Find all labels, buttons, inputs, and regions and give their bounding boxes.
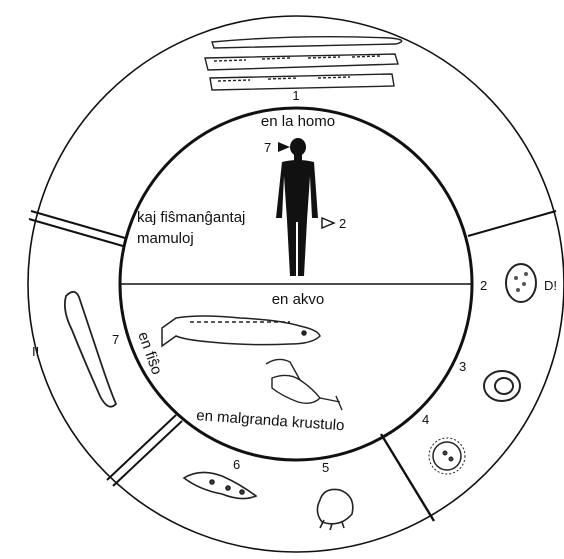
- egg-mark: D!: [544, 278, 557, 293]
- body-marker: [322, 218, 334, 228]
- fish-illustration: [162, 316, 320, 346]
- host-label: en la homo: [261, 113, 335, 130]
- coracidium-illustration: [429, 438, 465, 474]
- plerocercoid-illustration: [65, 292, 116, 407]
- plerocercoid-mark: I!: [32, 344, 39, 359]
- segment-divider-bottom-left: [107, 415, 182, 486]
- mammals-label-line1: kaj fiŝmanĝantaj: [137, 209, 245, 226]
- segment-divider-right: [468, 211, 556, 236]
- human-figure-icon: [276, 138, 318, 276]
- procercoid-illustration: [184, 472, 256, 498]
- coracidium-egg-illustration: [484, 371, 520, 401]
- stage-number-egg: 2: [480, 278, 487, 293]
- crustacean-label: en malgranda krustulo: [196, 407, 345, 434]
- segment-divider-left: [29, 211, 125, 246]
- stage-number-procercoid-host: 5: [322, 460, 329, 475]
- fish-label: en fiŝo: [134, 330, 165, 377]
- mammals-label-line2: mamuloj: [137, 230, 194, 247]
- egg-illustration: [506, 264, 536, 302]
- segment-divider-bottom-right: [381, 434, 434, 521]
- stage-number-coracidium: 4: [422, 412, 429, 427]
- water-label: en akvo: [272, 291, 325, 308]
- stage-number-plerocercoid: 7: [112, 332, 119, 347]
- crustacean-illustration: [266, 359, 342, 410]
- procercoid-host-illustration: [317, 489, 352, 530]
- stage-number-procercoid: 6: [233, 457, 240, 472]
- stage-number-head-marker: 7: [264, 140, 271, 155]
- stage-number-body-marker: 2: [339, 216, 346, 231]
- adult-tapeworm-illustration: [205, 37, 402, 90]
- stage-number-adult-worm: 1: [292, 88, 299, 103]
- head-marker: [278, 142, 290, 152]
- stage-number-coracidium-egg: 3: [459, 359, 466, 374]
